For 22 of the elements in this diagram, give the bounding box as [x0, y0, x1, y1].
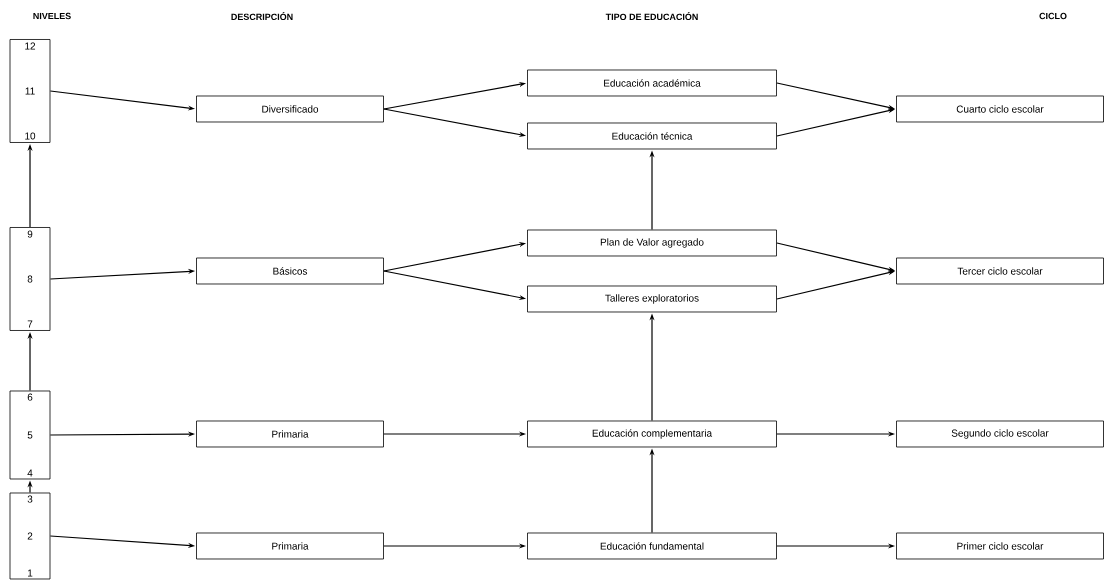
process-box: Educación complementaria [527, 420, 777, 448]
process-box: Plan de Valor agregado [527, 229, 777, 257]
column-heading: TIPO DE EDUCACIÓN [605, 11, 698, 20]
level-box: 6 5 4 [9, 390, 51, 480]
process-box: Educación fundamental [527, 532, 777, 560]
process-box: Diversificado [196, 95, 384, 123]
level-box: 3 2 1 [9, 492, 51, 580]
process-box: Primer ciclo escolar [896, 532, 1104, 560]
column-heading: CICLO [1039, 12, 1067, 20]
process-box: Primaria [196, 420, 384, 448]
column-heading: NIVELES [33, 12, 71, 20]
process-box: Segundo ciclo escolar [896, 420, 1104, 448]
process-box: Tercer ciclo escolar [896, 257, 1104, 285]
process-box: Talleres exploratorios [527, 285, 777, 313]
process-box: Básicos [196, 257, 384, 285]
column-heading: DESCRIPCIÓN [231, 11, 293, 20]
process-box: Cuarto ciclo escolar [896, 95, 1104, 123]
level-box: 9 8 7 [9, 227, 51, 331]
process-box: Educación académica [527, 69, 777, 97]
level-box: 12 11 10 [9, 39, 51, 143]
process-box: Educación técnica [527, 122, 777, 150]
process-box: Primaria [196, 532, 384, 560]
